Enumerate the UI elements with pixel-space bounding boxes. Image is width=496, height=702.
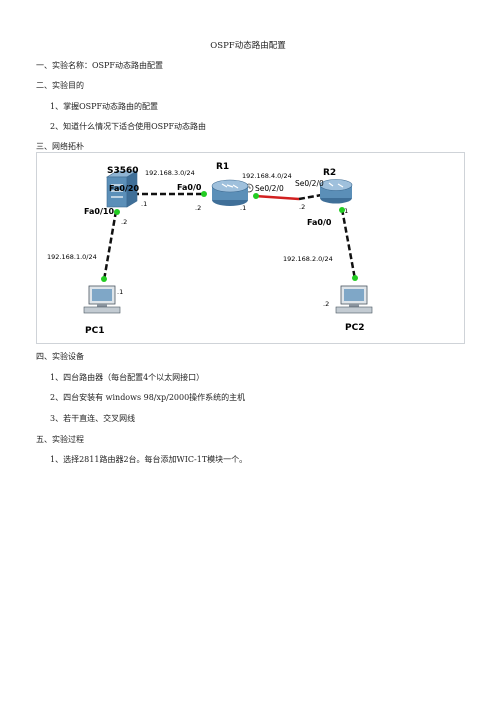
purpose-item-2: 2、知道什么情况下适合使用OSPF动态路由 xyxy=(50,122,207,131)
link-r2-pc2 xyxy=(340,208,357,280)
link-r1-r2-serial xyxy=(254,192,328,201)
link-dot xyxy=(253,193,259,199)
network-label: 192.168.3.0/24 xyxy=(145,169,195,177)
computer-icon xyxy=(335,285,373,314)
network-label: 192.168.2.0/24 xyxy=(283,255,333,263)
device-label-r1: R1 xyxy=(216,162,229,172)
link-dot xyxy=(339,207,345,213)
port-label: Se0/2/0 xyxy=(255,184,284,193)
equipment-item-1: 1、四台路由器（每台配置4个以太网接口） xyxy=(50,373,205,382)
section-experiment-name: 一、实验名称：OSPF动态路由配置 xyxy=(36,61,163,70)
device-label-r2: R2 xyxy=(323,168,336,178)
host-id-label: .2 xyxy=(323,300,329,308)
purpose-item-1: 1、掌握OSPF动态路由的配置 xyxy=(50,102,159,111)
host-id-label: .1 xyxy=(240,204,246,212)
section-procedure: 五、实验过程 xyxy=(36,435,84,444)
link-switch-pc1 xyxy=(102,210,118,281)
port-label: Fa0/10 xyxy=(84,207,114,216)
computer-icon xyxy=(83,285,121,314)
host-id-label: .1 xyxy=(117,288,123,296)
equipment-item-3: 3、若干直连、交叉网线 xyxy=(50,414,136,423)
device-label-pc1: PC1 xyxy=(85,326,104,336)
host-id-label: .2 xyxy=(299,203,305,211)
link-dot xyxy=(114,209,120,215)
network-label: 192.168.1.0/24 xyxy=(47,253,97,261)
equipment-item-2: 2、四台安装有 windows 98/xp/2000操作系统的主机 xyxy=(50,393,246,402)
document-title: OSPF动态路由配置 xyxy=(210,41,286,51)
link-dot xyxy=(201,191,207,197)
network-topology-figure: S3560 R1 R2 PC1 PC2 Fa0/20 Fa0/10 Fa0/0 … xyxy=(36,152,465,344)
link-dot xyxy=(352,275,358,281)
port-label: Se0/2/0 xyxy=(295,179,324,188)
port-label: Fa0/0 xyxy=(177,183,202,192)
section-equipment: 四、实验设备 xyxy=(36,352,84,361)
router-icon xyxy=(211,179,249,206)
device-label-s3560: S3560 xyxy=(107,166,139,176)
section-purpose: 二、实验目的 xyxy=(36,81,84,90)
link-dot xyxy=(101,276,107,282)
port-label: Fa0/20 xyxy=(109,184,139,193)
host-id-label: .2 xyxy=(195,204,201,212)
device-label-pc2: PC2 xyxy=(345,323,364,333)
procedure-item-1: 1、选择2811路由器2台。每台添加WIC-1T模块一个。 xyxy=(50,455,248,464)
switch-icon xyxy=(105,170,139,208)
host-id-label: .1 xyxy=(141,200,147,208)
section-topology: 三、网络拓朴 xyxy=(36,142,84,151)
network-label: 192.168.4.0/24 xyxy=(242,172,292,180)
host-id-label: .2 xyxy=(121,218,127,226)
host-id-label: .1 xyxy=(342,207,348,215)
router-icon xyxy=(319,179,353,204)
port-label: Fa0/0 xyxy=(307,218,332,227)
